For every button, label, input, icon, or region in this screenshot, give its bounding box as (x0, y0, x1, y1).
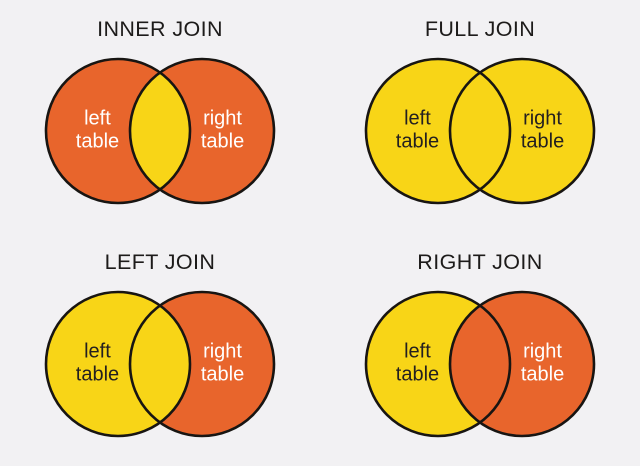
venn-title-left-join: LEFT JOIN (104, 250, 216, 274)
venn-diagram-left-join: left table right table (42, 289, 278, 439)
venn-circles-full-join (364, 57, 596, 205)
venn-title-inner-join: INNER JOIN (97, 17, 223, 41)
venn-circles-inner-join (44, 57, 276, 205)
venn-circles-left-join (44, 290, 276, 438)
venn-title-full-join: FULL JOIN (424, 17, 536, 41)
venn-diagram-inner-join: left table right table (42, 56, 278, 206)
venn-cell-inner-join: INNER JOIN left table right table (0, 0, 320, 233)
venn-cell-right-join: RIGHT JOIN left table right table (320, 233, 640, 466)
venn-cell-left-join: LEFT JOIN left table right table (0, 233, 320, 466)
venn-circles-right-join (364, 290, 596, 438)
venn-cell-full-join: FULL JOIN left table right table (320, 0, 640, 233)
venn-title-right-join: RIGHT JOIN (417, 250, 543, 274)
venn-diagram-full-join: left table right table (362, 56, 598, 206)
venn-diagram-right-join: left table right table (362, 289, 598, 439)
